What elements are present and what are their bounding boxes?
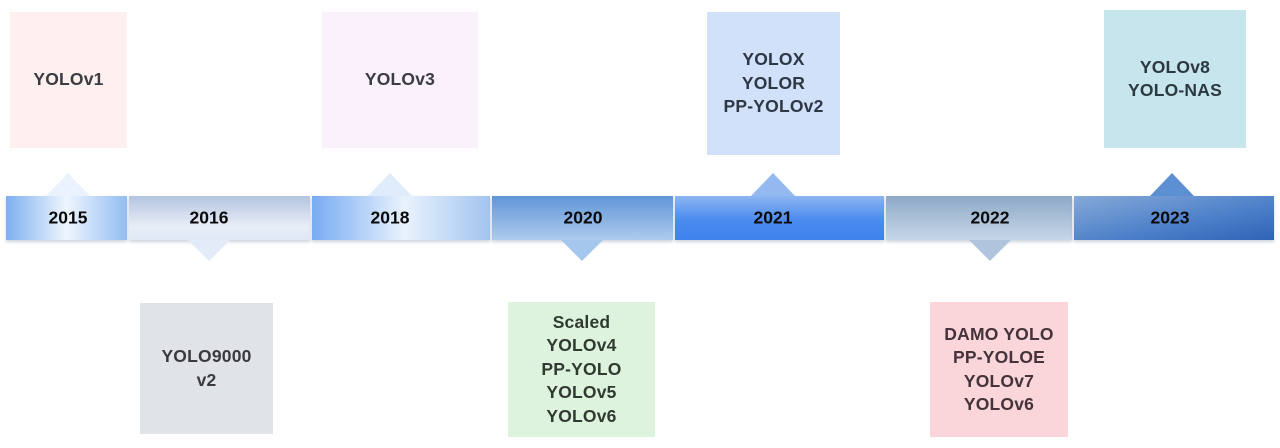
- model-name: YOLOv4: [546, 335, 617, 356]
- year-segment-2021: [675, 196, 884, 240]
- model-name: YOLOv5: [546, 382, 617, 403]
- year-segment-2018: [312, 196, 490, 240]
- year-label: 2023: [1150, 207, 1190, 228]
- model-box-2021-models: YOLOX YOLOR PP-YOLOv2: [707, 12, 840, 155]
- model-name: YOLOv8: [1139, 56, 1211, 77]
- year-segment-2016: [129, 196, 310, 240]
- model-name: Scaled: [552, 311, 611, 332]
- model-name: YOLOR: [741, 72, 806, 93]
- model-name: YOLOv3: [364, 69, 436, 90]
- model-name: YOLO-NAS: [1128, 80, 1222, 100]
- model-box-yolo9000-v2: YOLO9000 v2: [140, 303, 273, 434]
- year-segment-2015: [6, 196, 127, 240]
- timeline-bar: 2015 2016 2018 2020 2021 2022 2023: [0, 173, 1280, 261]
- year-label: 2020: [563, 207, 603, 228]
- model-name: YOLOv6: [963, 394, 1035, 414]
- model-name: DAMO YOLO: [944, 323, 1054, 344]
- arrow-up-icon: [46, 173, 90, 196]
- arrow-up-icon: [751, 173, 795, 196]
- year-label: 2021: [753, 207, 793, 228]
- model-name: v2: [196, 369, 217, 390]
- arrow-up-icon: [1150, 173, 1194, 196]
- year-segment-2023: [1074, 196, 1274, 240]
- model-name: PP-YOLOv2: [723, 96, 824, 117]
- model-name: YOLOv6: [546, 405, 617, 426]
- model-name: YOLOv7: [963, 370, 1035, 391]
- model-name: PP-YOLO: [541, 358, 622, 379]
- arrow-up-icon: [368, 173, 412, 196]
- model-box-2020-models: Scaled YOLOv4 PP-YOLO YOLOv5 YOLOv6: [508, 302, 655, 437]
- model-name: YOLOX: [742, 49, 805, 70]
- arrow-down-icon: [561, 240, 603, 261]
- model-name: YOLOv1: [33, 69, 104, 90]
- year-segment-2020: [492, 196, 673, 240]
- year-label: 2016: [189, 207, 229, 228]
- year-segment-2022: [886, 196, 1072, 240]
- model-box-2023-models: YOLOv8 YOLO-NAS: [1104, 10, 1246, 148]
- model-name: PP-YOLOE: [952, 347, 1046, 367]
- model-name: YOLO9000: [161, 346, 252, 366]
- model-box-2022-models: DAMO YOLO PP-YOLOE YOLOv7 YOLOv6: [930, 302, 1068, 437]
- year-label: 2022: [970, 207, 1010, 228]
- year-label: 2018: [370, 207, 410, 228]
- year-label: 2015: [48, 207, 88, 228]
- arrow-down-icon: [188, 240, 230, 261]
- arrow-down-icon: [969, 240, 1011, 261]
- model-box-yolov3: YOLOv3: [322, 12, 478, 148]
- model-box-yolov1: YOLOv1: [10, 12, 127, 148]
